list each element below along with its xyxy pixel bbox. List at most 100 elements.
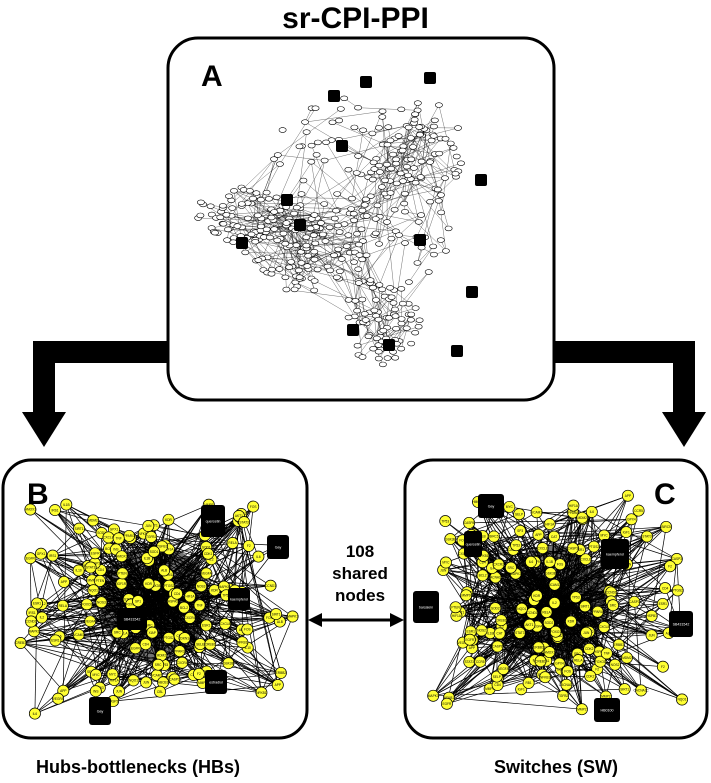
svg-text:CACNA1C: CACNA1C — [559, 683, 575, 687]
panel-a-compound-node — [383, 339, 395, 351]
svg-text:SIRT1: SIRT1 — [581, 605, 590, 609]
svg-text:EGFR: EGFR — [131, 647, 141, 651]
svg-text:NQO1: NQO1 — [89, 588, 98, 592]
panel-c-protein-node: ICAM1 — [548, 578, 561, 591]
shared-nodes-line1: shared — [332, 564, 388, 583]
svg-text:TP53: TP53 — [572, 596, 580, 600]
svg-text:SP3: SP3 — [517, 529, 523, 533]
svg-text:CASP3: CASP3 — [108, 699, 119, 703]
svg-text:CCND1: CCND1 — [26, 620, 37, 624]
panel-c-protein-node: NFKB1 — [539, 671, 552, 684]
svg-text:PTGS2: PTGS2 — [589, 545, 600, 549]
svg-text:SIRT1: SIRT1 — [272, 612, 281, 616]
svg-text:SOD1: SOD1 — [150, 550, 159, 554]
panel-b-protein-node: CDKN1A — [178, 632, 192, 645]
svg-text:JUN: JUN — [648, 634, 655, 638]
svg-text:KDR: KDR — [533, 594, 540, 598]
panel-b-protein-node: CDK1 — [202, 547, 215, 560]
panel-c-protein-node: HMOX1 — [543, 646, 556, 659]
svg-text:MDM2: MDM2 — [88, 519, 98, 523]
svg-text:HIF1A: HIF1A — [569, 504, 579, 508]
svg-text:ESR1: ESR1 — [659, 602, 668, 606]
svg-text:HMOX1: HMOX1 — [544, 650, 556, 654]
svg-text:CDKN1A: CDKN1A — [178, 636, 192, 640]
panel-c-protein-node: CASP3 — [670, 553, 683, 565]
svg-text:CCND1: CCND1 — [265, 584, 276, 588]
panel-c-protein-node: NQO1 — [515, 602, 528, 615]
svg-text:NOS3: NOS3 — [97, 601, 106, 605]
svg-text:CASP8: CASP8 — [464, 521, 475, 525]
panel-b-protein-node: ALB — [158, 564, 171, 577]
svg-text:CAT: CAT — [497, 632, 503, 636]
svg-text:CCND1: CCND1 — [527, 611, 538, 615]
panel-c-protein-node: CASP8 — [463, 516, 476, 529]
svg-text:CASP8: CASP8 — [492, 645, 503, 649]
svg-text:KDR: KDR — [165, 518, 172, 522]
svg-text:SRC: SRC — [155, 663, 162, 667]
panel-c-compound-node: baicalein — [413, 591, 439, 623]
svg-text:APP: APP — [535, 533, 541, 537]
svg-text:HIF1A: HIF1A — [110, 678, 120, 682]
panel-c-protein-node: IL1B — [543, 555, 556, 568]
svg-text:MYC: MYC — [601, 534, 609, 538]
svg-text:SRC: SRC — [610, 603, 617, 607]
svg-text:CREB1: CREB1 — [535, 659, 546, 663]
panel-c-protein-node: TNF — [600, 647, 613, 660]
svg-text:IL2: IL2 — [209, 557, 214, 561]
panel-b-protein-node: ERBB2 — [274, 666, 287, 679]
panel-c-protein-node: SRC — [504, 561, 517, 574]
panel-c-protein-node: SIRT1 — [579, 600, 591, 613]
panel-c-protein-node: KDR — [565, 615, 577, 628]
svg-text:TP53: TP53 — [512, 543, 520, 547]
svg-text:ESR1: ESR1 — [467, 630, 476, 634]
panel-c-protein-node: FOS — [561, 665, 574, 678]
svg-text:INS: INS — [93, 689, 98, 693]
svg-text:SOD1: SOD1 — [97, 531, 106, 535]
svg-text:ESR1: ESR1 — [51, 639, 60, 643]
panel-c-protein-node: FOXO1 — [549, 625, 562, 638]
svg-text:F2: F2 — [197, 672, 201, 676]
panel-c-compound-node: kaempferol — [601, 539, 629, 569]
svg-text:KDR: KDR — [211, 588, 218, 592]
panel-b-protein-node: F2 — [242, 539, 255, 552]
svg-text:VEGFA: VEGFA — [532, 625, 544, 629]
svg-text:IGF1: IGF1 — [518, 688, 525, 692]
panel-b-protein-node: MYC — [90, 668, 102, 681]
panel-c-protein-node: SP3 — [514, 524, 527, 537]
svg-text:NFKB1: NFKB1 — [139, 532, 150, 536]
svg-text:CXCL8: CXCL8 — [220, 622, 231, 626]
panel-b-protein-node: SRC — [152, 658, 165, 671]
svg-text:SIRT1: SIRT1 — [620, 687, 629, 691]
svg-text:NOS2: NOS2 — [477, 629, 486, 633]
svg-text:MYC: MYC — [109, 672, 117, 676]
svg-text:APP: APP — [469, 646, 475, 650]
panel-c-protein-node: MYC — [503, 500, 516, 513]
panel-c-nodes: CACNA1CF2ALBAPPIL2IL6TNFJUNFOSMYCAKT1STA… — [413, 489, 693, 722]
svg-text:VCAM1: VCAM1 — [151, 673, 162, 677]
panel-a-compound-node — [294, 219, 306, 231]
svg-text:IL6: IL6 — [590, 510, 595, 514]
panel-c-protein-node: CDK2 — [583, 642, 596, 655]
panel-b-protein-node: IL6 — [28, 707, 41, 720]
svg-text:NQO1: NQO1 — [517, 607, 526, 611]
svg-text:CASP3: CASP3 — [169, 678, 180, 682]
svg-text:STAT3: STAT3 — [86, 566, 96, 570]
svg-text:JUN: JUN — [583, 631, 590, 635]
svg-text:NOS3: NOS3 — [197, 584, 206, 588]
panel-c-protein-node: AKT1 — [523, 618, 536, 631]
svg-text:HMOX1: HMOX1 — [25, 508, 37, 512]
panel-b-label: B — [27, 478, 49, 511]
panel-c-protein-node: CDK2 — [584, 670, 597, 683]
svg-text:TGFB1: TGFB1 — [157, 545, 167, 549]
svg-text:MDM2: MDM2 — [578, 516, 588, 520]
svg-text:IL1B: IL1B — [487, 631, 494, 635]
panel-b-protein-node: HMOX1 — [115, 550, 128, 563]
panel-c-protein-node: APP — [621, 489, 634, 502]
svg-text:MMP9: MMP9 — [485, 687, 494, 691]
panel-c-protein-node: KDR — [530, 589, 543, 602]
panel-b-protein-node: JUN — [113, 685, 125, 698]
panel-b-protein-node: MDM2 — [87, 514, 100, 527]
svg-text:SB431542: SB431542 — [124, 618, 141, 622]
panel-c-protein-node: HSPB1 — [645, 609, 658, 622]
svg-text:RELA: RELA — [542, 610, 551, 614]
